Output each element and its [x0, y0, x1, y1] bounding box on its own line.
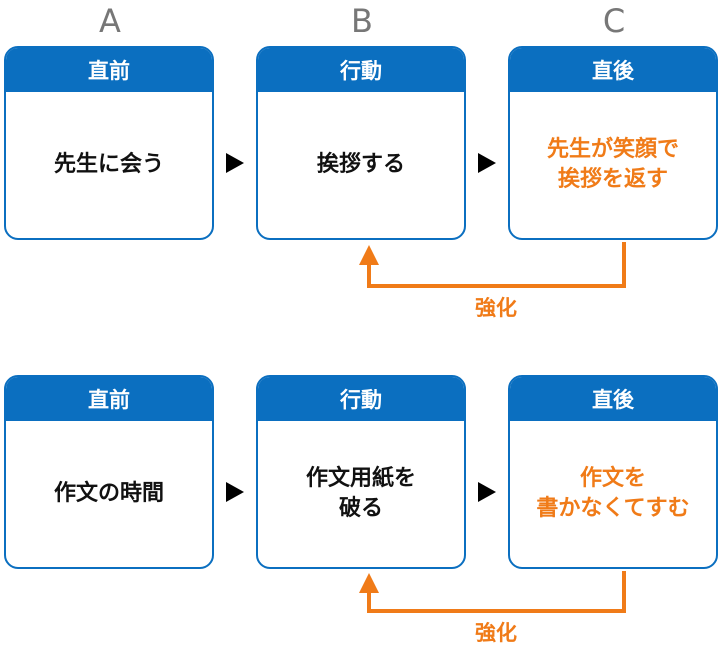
row1-reinforce-label: 強化 [475, 296, 517, 320]
row2-reinforce-vertical-left [367, 592, 371, 613]
row2-before-box: 直前 作文の時間 [4, 375, 214, 569]
row1-after-text: 先生が笑顔で 挨拶を返す [546, 137, 679, 192]
row2-arrow-2-icon [478, 482, 496, 502]
row1-reinforce-arrowhead-icon [359, 245, 379, 265]
row2-before-text: 作文の時間 [53, 481, 164, 506]
row1-behavior-box: 行動 挨拶する [256, 46, 466, 240]
row2-arrow-1-icon [226, 482, 244, 502]
row1-after-box: 直後 先生が笑顔で 挨拶を返す [508, 46, 718, 240]
column-letter-b: B [351, 2, 373, 40]
row2-behavior-box: 行動 作文用紙を 破る [256, 375, 466, 569]
row2-reinforce-arrowhead-icon [359, 573, 379, 593]
column-letter-a: A [99, 2, 121, 40]
row1-reinforce-horizontal [367, 284, 626, 288]
row2-behavior-text: 作文用紙を 破る [305, 466, 416, 521]
row2-after-header: 直後 [510, 377, 716, 421]
row1-arrow-2-icon [478, 153, 496, 173]
row2-after-text: 作文を 書かなくてすむ [536, 466, 690, 521]
row2-behavior-header: 行動 [258, 377, 464, 421]
row1-before-text: 先生に会う [53, 152, 164, 177]
row1-reinforce-vertical-right [622, 242, 626, 288]
row1-behavior-text: 挨拶する [316, 152, 405, 177]
row1-reinforce-vertical-left [367, 264, 371, 288]
row1-before-header: 直前 [6, 48, 212, 92]
row1-before-box: 直前 先生に会う [4, 46, 214, 240]
row1-after-header: 直後 [510, 48, 716, 92]
row2-reinforce-horizontal [367, 609, 626, 613]
row2-before-header: 直前 [6, 377, 212, 421]
row1-behavior-header: 行動 [258, 48, 464, 92]
row2-reinforce-label: 強化 [475, 621, 517, 645]
row1-arrow-1-icon [226, 153, 244, 173]
row2-reinforce-vertical-right [622, 571, 626, 613]
row2-after-box: 直後 作文を 書かなくてすむ [508, 375, 718, 569]
column-letter-c: C [602, 2, 626, 40]
